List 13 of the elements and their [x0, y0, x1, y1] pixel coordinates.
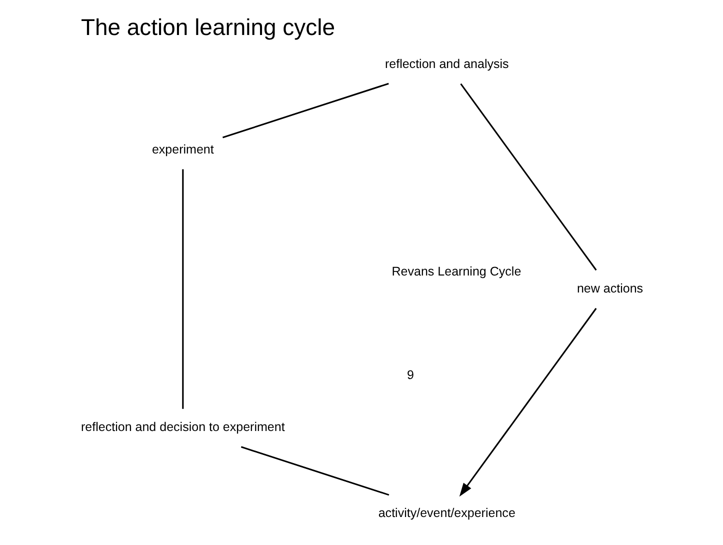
node-text: new actions [576, 281, 643, 296]
connector [460, 83, 596, 271]
connector [240, 446, 389, 496]
node-text: experiment [151, 142, 214, 157]
node-text: reflection and decision to experiment [80, 420, 284, 434]
node-text: activity/event/experience [378, 506, 515, 520]
connector [222, 82, 388, 138]
label: 9 [406, 368, 414, 382]
connector [182, 169, 184, 409]
arrow [458, 308, 596, 497]
label: Revans Learning Cycle [391, 264, 521, 279]
diagram-title: The action learning cycle [80, 14, 335, 40]
node-text: reflection and analysis [384, 56, 508, 71]
